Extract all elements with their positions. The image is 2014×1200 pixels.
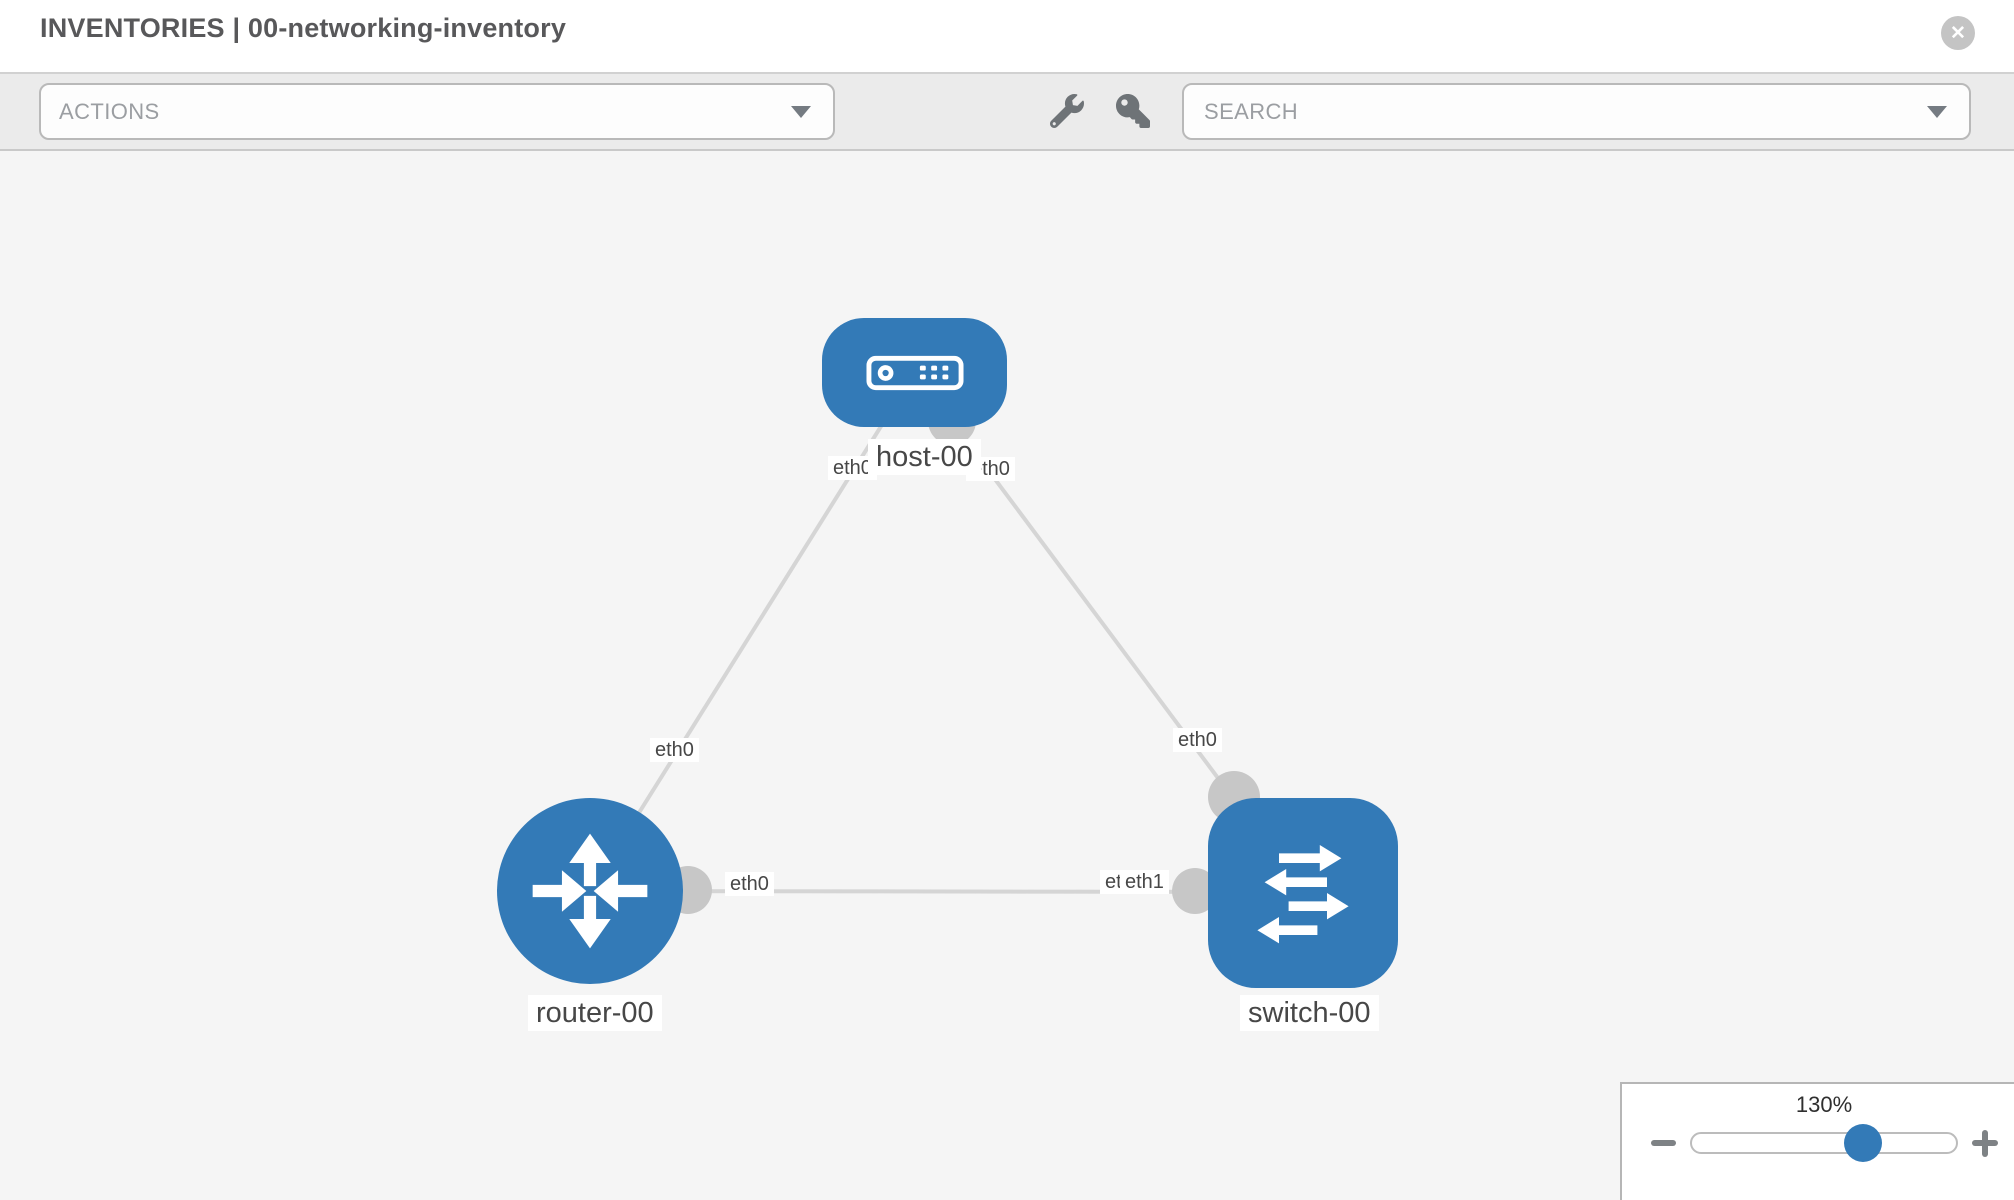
wrench-icon — [1049, 94, 1084, 129]
page-title: INVENTORIES | 00-networking-inventory — [40, 13, 567, 43]
router-arrows-icon — [532, 833, 648, 949]
node-label-host: host-00 — [868, 439, 981, 476]
key-icon — [1116, 94, 1150, 128]
close-button[interactable]: ✕ — [1941, 16, 1975, 50]
toolbar: ACTIONS — [0, 74, 2014, 151]
node-router-00[interactable] — [497, 798, 683, 984]
zoom-slider-track[interactable] — [1690, 1132, 1958, 1154]
close-icon: ✕ — [1950, 22, 1966, 44]
host-server-icon — [865, 355, 964, 390]
actions-dropdown[interactable]: ACTIONS — [39, 83, 835, 140]
interface-label: eth0 — [1173, 728, 1222, 753]
zoom-slider-handle[interactable] — [1844, 1124, 1882, 1162]
switch-arrows-icon — [1257, 845, 1349, 944]
header-bar: INVENTORIES | 00-networking-inventory ✕ — [0, 0, 2014, 74]
node-host-00[interactable] — [822, 318, 1007, 427]
interface-label: eth0 — [650, 738, 699, 763]
node-switch-00[interactable] — [1208, 798, 1398, 988]
credentials-button[interactable] — [1116, 92, 1150, 130]
zoom-out-button[interactable] — [1647, 1128, 1680, 1158]
caret-down-icon — [1927, 105, 1947, 118]
minus-icon — [1651, 1140, 1676, 1146]
caret-down-icon — [791, 105, 811, 118]
actions-dropdown-label: ACTIONS — [59, 98, 160, 124]
search-input[interactable] — [1202, 97, 1886, 126]
interface-label: eth0 — [725, 872, 774, 897]
zoom-in-button[interactable] — [1969, 1128, 2000, 1159]
zoom-level-value: 130% — [1795, 1092, 1853, 1117]
search-dropdown[interactable] — [1182, 83, 1971, 140]
interface-label: eth1 — [1120, 870, 1169, 895]
link-router-switch — [589, 889, 1304, 894]
node-label-switch: switch-00 — [1240, 995, 1379, 1032]
configure-tools-button[interactable] — [1049, 92, 1084, 130]
node-label-router: router-00 — [528, 995, 662, 1032]
